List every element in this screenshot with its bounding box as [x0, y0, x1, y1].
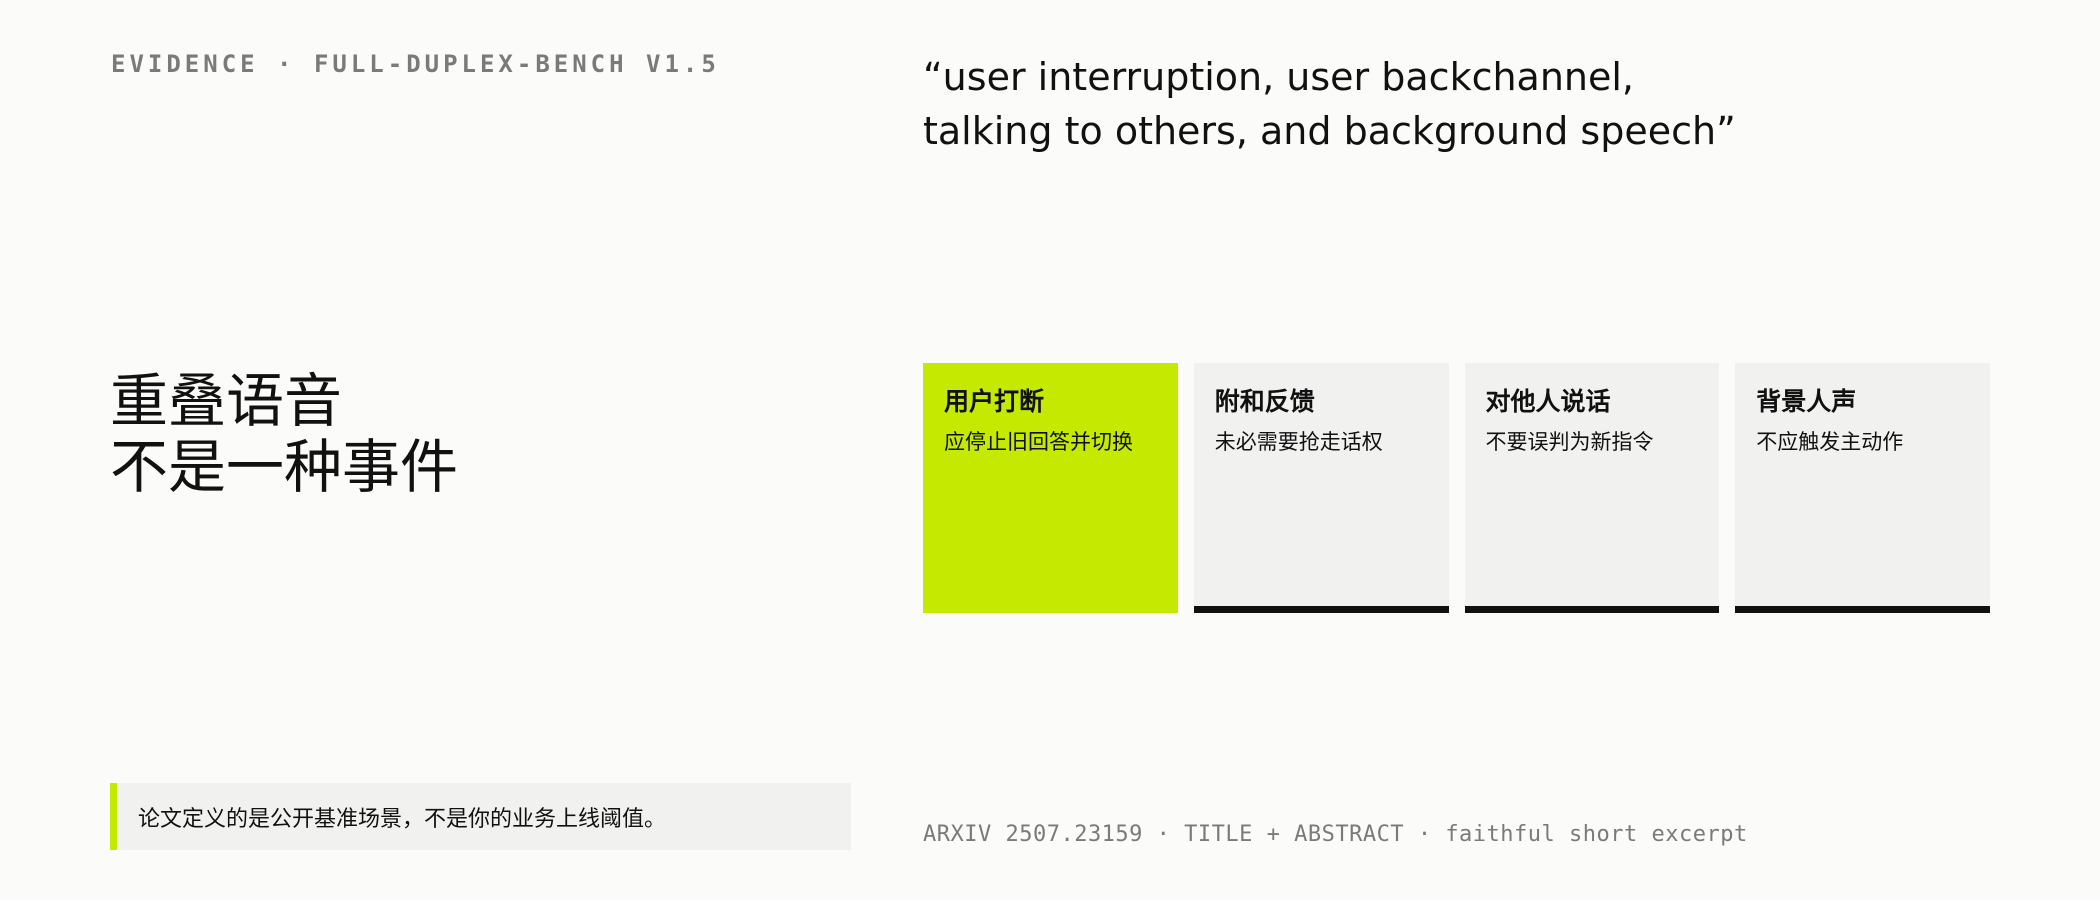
card-title: 对他人说话 — [1485, 387, 1611, 416]
card-title: 用户打断 — [944, 387, 1045, 416]
quote-line-1: “user interruption, user backchannel, — [923, 55, 1635, 99]
source-citation: ARXIV 2507.23159 · TITLE + ABSTRACT · fa… — [923, 822, 1748, 847]
callout-note: 论文定义的是公开基准场景，不是你的业务上线阈值。 — [110, 783, 851, 850]
card-description: 应停止旧回答并切换 — [944, 430, 1133, 454]
page-title-line-2: 不是一种事件 — [110, 433, 459, 501]
card-description: 未必需要抢走话权 — [1214, 430, 1383, 454]
scenario-card-user-interruption: 用户打断 应停止旧回答并切换 — [923, 363, 1178, 613]
scenario-cards: 用户打断 应停止旧回答并切换 附和反馈 未必需要抢走话权 对他人说话 不要误判为… — [923, 363, 1990, 613]
quote-line-2: talking to others, and background speech… — [923, 109, 1736, 153]
callout-note-text: 论文定义的是公开基准场景，不是你的业务上线阈值。 — [138, 806, 667, 832]
scenario-card-talking-to-others: 对他人说话 不要误判为新指令 — [1464, 363, 1720, 613]
quote-block: “user interruption, user backchannel, ta… — [923, 50, 2023, 158]
card-title: 背景人声 — [1756, 387, 1857, 416]
card-description: 不应触发主动作 — [1756, 430, 1904, 454]
scenario-card-backchannel: 附和反馈 未必需要抢走话权 — [1193, 363, 1449, 613]
card-description: 不要误判为新指令 — [1485, 430, 1654, 454]
eyebrow-label: EVIDENCE · FULL-DUPLEX-BENCH V1.5 — [111, 50, 720, 78]
card-title: 附和反馈 — [1214, 387, 1315, 416]
scenario-card-background-speech: 背景人声 不应触发主动作 — [1735, 363, 1990, 613]
page-title-line-1: 重叠语音 — [110, 367, 343, 435]
page-title: 重叠语音 不是一种事件 — [110, 368, 458, 500]
